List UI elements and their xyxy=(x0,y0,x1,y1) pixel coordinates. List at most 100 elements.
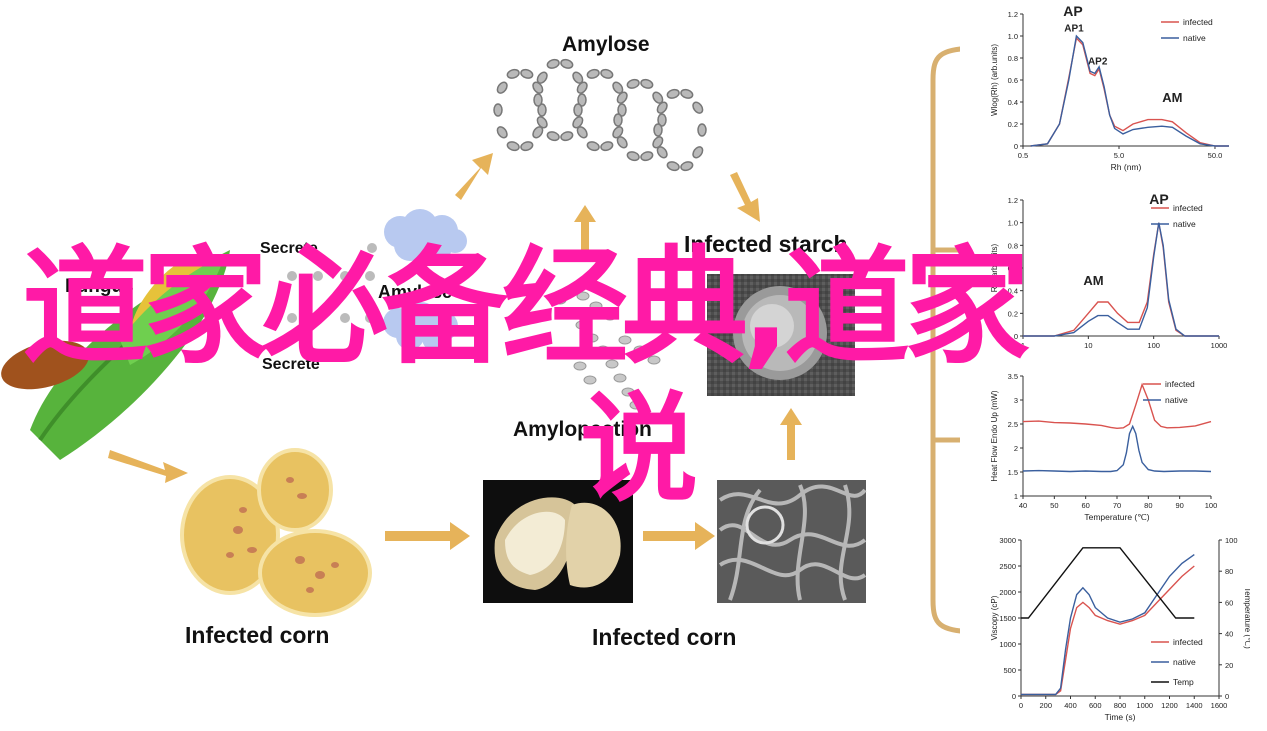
y-tick-label-right: 20 xyxy=(1225,661,1233,670)
x-tick-label: 5.0 xyxy=(1114,151,1124,160)
amylose-bead xyxy=(546,58,560,69)
x-tick-label: 1000 xyxy=(1211,341,1228,350)
amylose-bead xyxy=(692,101,704,114)
amylase-label: Amylase xyxy=(378,282,453,302)
x-tick-label: 100 xyxy=(1147,341,1160,350)
y-tick-label: 1.0 xyxy=(1008,219,1018,228)
x-axis-label: Temperature (℃) xyxy=(1084,512,1149,522)
infected-corn-right-label: Infected corn xyxy=(592,624,737,650)
y-tick-label: 1.0 xyxy=(1008,32,1018,41)
y-tick-label: 1500 xyxy=(999,614,1016,623)
amylose-bead xyxy=(493,103,503,117)
infected-corn-left-label: Infected corn xyxy=(185,622,330,648)
amylose-bead xyxy=(653,123,663,137)
x-tick-label: 0.5 xyxy=(1018,151,1028,160)
series-line-Temp xyxy=(1021,547,1195,619)
legend-label-native: native xyxy=(1165,395,1188,405)
amylose-bead xyxy=(506,141,520,152)
amylose-bead xyxy=(572,116,584,129)
x-tick-label: 1000 xyxy=(1136,701,1153,710)
amylose-bead xyxy=(600,68,614,79)
amylose-bead xyxy=(640,151,654,162)
x-tick-label: 100 xyxy=(1205,501,1218,510)
y-tick-label: 0.6 xyxy=(1008,76,1018,85)
amylose-bead xyxy=(586,141,600,152)
amylose-bead xyxy=(656,146,668,159)
amylose-bead xyxy=(560,131,574,142)
y-tick-label: 1000 xyxy=(999,640,1016,649)
series-line-native xyxy=(1023,222,1219,337)
series-line-native xyxy=(1022,424,1212,473)
y-tick-label: 1.5 xyxy=(1008,468,1018,477)
legend-label-native: native xyxy=(1173,219,1196,229)
amylose-bead xyxy=(537,103,547,117)
x-tick-label: 50 xyxy=(1050,501,1058,510)
corn-kernels-icon xyxy=(180,448,372,617)
y-axis-label: Rh (arb.units) xyxy=(990,243,999,292)
amylose-bead xyxy=(616,136,628,149)
chart-title: AP xyxy=(1063,3,1082,19)
amylose-bead xyxy=(680,88,694,99)
secrete-bottom-label: Secrete xyxy=(262,356,320,373)
y-axis-label: Heat Flow Endo Up (mW) xyxy=(990,390,999,481)
y-tick-label: 2500 xyxy=(999,562,1016,571)
x-tick-label: 1 xyxy=(1021,341,1025,350)
legend-label-infected: infected xyxy=(1173,637,1203,647)
y-tick-label: 0 xyxy=(1012,692,1016,701)
y-tick-label: 500 xyxy=(1003,666,1016,675)
x-tick-label: 80 xyxy=(1144,501,1152,510)
y-tick-label: 3.5 xyxy=(1008,372,1018,381)
y-axis-label-right: Temperature (℃) xyxy=(1243,587,1250,649)
annotation-label: AM xyxy=(1083,273,1103,288)
amylose-chain-icon xyxy=(493,58,707,172)
amylose-bead xyxy=(626,151,640,162)
amylose-bead xyxy=(626,78,640,89)
y-tick-label: 0.2 xyxy=(1008,309,1018,318)
legend-label-infected: infected xyxy=(1165,379,1195,389)
amylose-bead xyxy=(616,91,628,104)
secrete-dots xyxy=(287,243,377,323)
annotation-label: AP2 xyxy=(1088,57,1108,68)
amylose-bead xyxy=(496,126,508,139)
y-tick-label: 1.2 xyxy=(1008,196,1018,205)
amylose-bead xyxy=(536,71,548,84)
amylose-bead xyxy=(577,93,587,107)
x-tick-label: 1600 xyxy=(1211,701,1228,710)
x-tick-label: 10 xyxy=(1084,341,1092,350)
x-tick-label: 70 xyxy=(1113,501,1121,510)
amylose-bead xyxy=(613,113,623,127)
amylose-bead xyxy=(536,116,548,129)
legend-label-native: native xyxy=(1173,657,1196,667)
y-tick-label: 0.4 xyxy=(1008,287,1018,296)
amylose-bead xyxy=(652,136,664,149)
amylose-bead xyxy=(600,141,614,152)
x-tick-label: 1400 xyxy=(1186,701,1203,710)
series-line-infected xyxy=(1022,382,1212,430)
amylopectin-structure-icon xyxy=(553,291,661,410)
x-axis-label: Time (s) xyxy=(1105,712,1136,722)
legend-label-native: native xyxy=(1183,33,1206,43)
y-tick-label-right: 0 xyxy=(1225,692,1229,701)
cut-corn-image xyxy=(483,480,633,603)
x-tick-label: 90 xyxy=(1175,501,1183,510)
overlay-title-line1: 道家必备经典,道家 xyxy=(22,234,1030,381)
series-line-native xyxy=(1021,554,1195,696)
y-tick-label-right: 40 xyxy=(1225,630,1233,639)
infected-starch-label: Infected starch xyxy=(684,231,848,257)
amylopectin-label: Amylopection xyxy=(513,418,652,441)
amylose-bead xyxy=(573,103,583,117)
chart-title: AP xyxy=(1149,191,1168,207)
amylose-bead xyxy=(692,146,704,159)
x-tick-label: 50.0 xyxy=(1208,151,1223,160)
diagram-canvas xyxy=(1,46,960,634)
x-tick-label: 200 xyxy=(1039,701,1052,710)
amylose-bead xyxy=(520,68,534,79)
annotation-label: AM xyxy=(1162,90,1182,105)
amylose-bead xyxy=(496,81,508,94)
x-axis-label: Rh (nm) xyxy=(1111,162,1142,172)
y-tick-label: 1.2 xyxy=(1008,10,1018,19)
